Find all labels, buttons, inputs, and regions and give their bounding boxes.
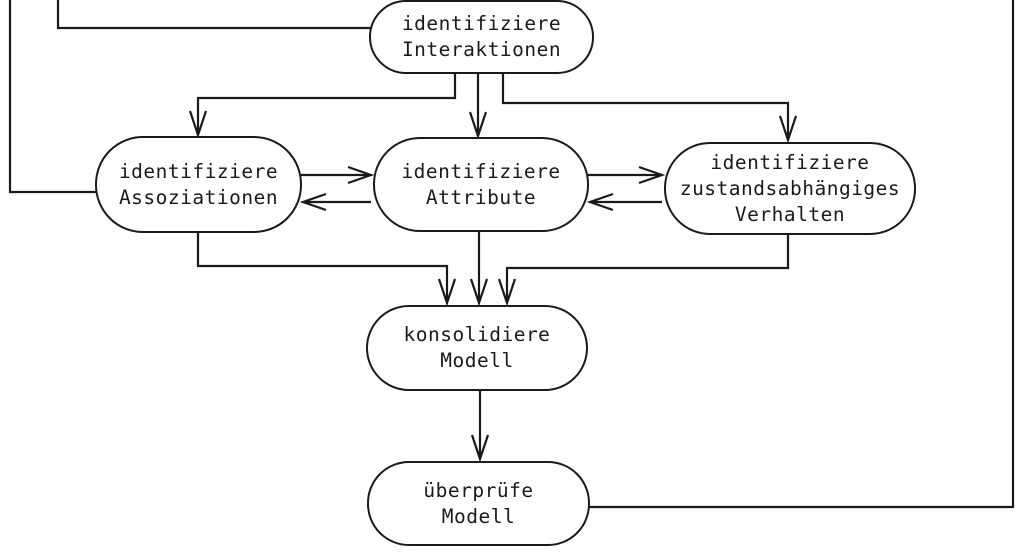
edge-verhalten-to-attribute <box>586 192 662 212</box>
edge-interaktionen-to-attribute <box>468 73 488 140</box>
edge-feedback-top-to-assoziationen <box>8 0 100 194</box>
node-konsolidiere-modell: konsolidiere Modell <box>366 305 588 391</box>
node-identifiziere-attribute-label: identifiziere Attribute <box>401 159 561 209</box>
edge-attribute-to-assoziationen <box>299 192 371 212</box>
edge-interaktionen-to-verhalten <box>501 73 798 144</box>
edge-feedback-top-to-interaktionen <box>56 0 372 30</box>
edge-ueberpruefe-feedback-top-right <box>588 0 1015 509</box>
edge-attribute-to-konsolidiere <box>469 231 489 307</box>
edge-group <box>8 0 1015 509</box>
edge-assoziationen-to-konsolidiere <box>196 232 457 307</box>
node-identifiziere-zustandsabhaengiges-verhalten: identifiziere zustandsabhängiges Verhalt… <box>664 142 916 235</box>
edge-attribute-to-verhalten <box>588 165 666 185</box>
node-identifiziere-zustandsabhaengiges-verhalten-label: identifiziere zustandsabhängiges Verhalt… <box>679 150 901 226</box>
node-identifiziere-attribute: identifiziere Attribute <box>373 137 589 232</box>
node-identifiziere-assoziationen: identifiziere Assoziationen <box>95 136 302 233</box>
node-ueberpruefe-modell: überprüfe Modell <box>367 461 590 546</box>
node-identifiziere-assoziationen-label: identifiziere Assoziationen <box>118 159 279 209</box>
node-konsolidiere-modell-label: konsolidiere Modell <box>403 323 551 372</box>
node-identifiziere-interaktionen: identifiziere Interaktionen <box>369 0 594 74</box>
edge-verhalten-to-konsolidiere <box>497 234 790 307</box>
edge-interaktionen-to-assoziationen <box>188 73 457 139</box>
node-ueberpruefe-modell-label: überprüfe Modell <box>423 478 534 528</box>
edge-assoziationen-to-attribute <box>301 165 375 185</box>
edge-konsolidiere-to-ueberpruefe <box>470 391 490 463</box>
node-identifiziere-interaktionen-label: identifiziere Interaktionen <box>401 12 562 61</box>
